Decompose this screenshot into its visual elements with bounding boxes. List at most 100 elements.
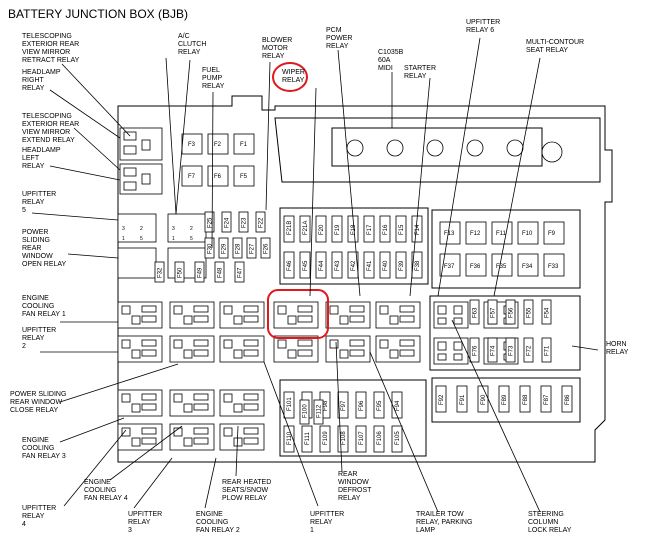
fuse (246, 237, 257, 259)
fuse-label: F94 (395, 400, 401, 411)
fuse-label: F34 (522, 264, 533, 270)
pin-label: 1 (122, 236, 125, 242)
fuse (379, 215, 391, 243)
fuse-label: F108 (341, 431, 347, 445)
fuse-label: F95 (377, 400, 383, 411)
fuse (395, 251, 407, 279)
fuse (561, 385, 573, 413)
fuse-label: F9 (548, 231, 556, 237)
pin-label: 1 (172, 236, 175, 242)
fuse-label: F42 (351, 260, 357, 271)
pin-label: 5 (190, 236, 193, 242)
fuse (456, 385, 468, 413)
fuse-label: F27 (250, 243, 256, 254)
fuse (154, 261, 165, 283)
fuse (260, 237, 271, 259)
housing-inner-top (274, 117, 601, 183)
fuse (487, 299, 498, 325)
fuse-label: F55 (527, 307, 533, 318)
pin-label: 2 (190, 226, 193, 232)
relay-top-left-2 (119, 163, 163, 195)
fuse (283, 251, 295, 279)
fuse-label: F96 (359, 400, 365, 411)
fuse-label: F2 (214, 142, 222, 148)
relay-top-left-1 (119, 127, 163, 161)
fuse (373, 425, 385, 453)
fuse (331, 251, 343, 279)
fuse-label: F12 (470, 231, 481, 237)
fuse (204, 211, 215, 233)
fuse-label: F41 (367, 260, 373, 271)
fuse (238, 211, 249, 233)
fuse-label: F25 (208, 217, 214, 228)
fuse-label: F43 (335, 260, 341, 271)
fuse-label: F73 (509, 345, 515, 356)
fuse (299, 251, 311, 279)
wiper-relay-label-circle (272, 62, 308, 92)
fuse (435, 385, 447, 413)
fuse-label: F17 (367, 224, 373, 235)
fuse-label: F63 (473, 307, 479, 318)
fuse-label: F90 (481, 394, 487, 405)
fuse-label: F29 (222, 243, 228, 254)
fuse-label: F5 (240, 174, 248, 180)
fuse-label: F19 (335, 224, 341, 235)
fuse-block-bottom: F101F99F98F97F96F95F94F110F111F109F108F1… (279, 377, 581, 457)
fuse (214, 261, 225, 283)
fuse (221, 211, 232, 233)
fuse-label: F100 (303, 404, 309, 418)
fuse-label: F39 (399, 260, 405, 271)
fuse-label: F50 (178, 267, 184, 278)
fuse (174, 261, 185, 283)
fuse (469, 337, 480, 363)
fuse (395, 215, 407, 243)
pin-label: 2 (140, 226, 143, 232)
fuse-label: F112 (317, 404, 323, 418)
fuse-label: F98 (323, 400, 329, 411)
fuse (540, 385, 552, 413)
fuse (337, 391, 349, 419)
pin-label: 3 (172, 226, 175, 232)
fuse (232, 237, 243, 259)
fuse-label: F54 (545, 307, 551, 318)
fuse-label: F46 (287, 260, 293, 271)
fuse-label: F40 (383, 260, 389, 271)
fuse-label: F10 (522, 231, 533, 237)
fuse-label: F23 (242, 217, 248, 228)
fuse-label: F44 (319, 260, 325, 271)
fuse-label: F21B (287, 221, 293, 235)
fuse (541, 337, 552, 363)
fuse-label: F7 (188, 174, 196, 180)
fuse-label: F16 (383, 224, 389, 235)
fuse-label: F101 (287, 397, 293, 411)
fuse (204, 237, 215, 259)
fuse-label: F28 (236, 243, 242, 254)
leader-lines (31, 37, 599, 513)
fuse (255, 211, 266, 233)
fuse-label: F38 (415, 260, 421, 271)
fuse (331, 215, 343, 243)
fuse (541, 299, 552, 325)
fuse (347, 251, 359, 279)
fuse-label: F97 (341, 400, 347, 411)
fuse-label: F6 (214, 174, 222, 180)
fuse (337, 425, 349, 453)
fuse-label: F74 (491, 345, 497, 356)
fuse-block-top-left: F3 F2 F1 F7 F6 F5 (181, 133, 255, 187)
fuse (523, 299, 534, 325)
fuse (498, 385, 510, 413)
fuse-label: F14 (415, 224, 421, 235)
